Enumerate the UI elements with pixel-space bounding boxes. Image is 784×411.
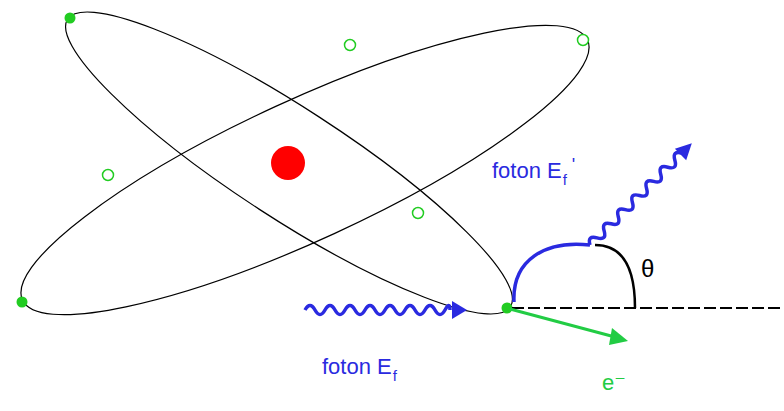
incoming-photon <box>305 306 450 315</box>
scattered-photon <box>514 244 590 302</box>
prime-mark: ' <box>572 156 575 174</box>
reference-line <box>512 307 784 309</box>
photon-label: foton E <box>492 160 562 182</box>
arrowhead <box>675 138 698 161</box>
subscript: f <box>393 368 397 383</box>
angle-arc <box>595 245 635 308</box>
subscript: f <box>563 172 567 187</box>
electron-label: e⁻ <box>602 372 626 394</box>
electron <box>17 297 28 308</box>
electron-vacancy <box>578 35 589 46</box>
photon-label: foton E <box>322 356 392 378</box>
electron-orbit <box>0 0 617 364</box>
electron-vacancy <box>413 208 424 219</box>
arrowhead <box>609 328 628 345</box>
electron-vacancy <box>345 40 356 51</box>
nucleus <box>271 146 305 180</box>
electron <box>65 13 76 24</box>
scattered-photon <box>587 150 685 248</box>
electron-orbit <box>38 0 541 353</box>
electron-track <box>510 309 615 337</box>
electron-vacancy <box>103 170 114 181</box>
angle-label: θ <box>641 257 654 281</box>
arrowhead <box>452 301 467 319</box>
